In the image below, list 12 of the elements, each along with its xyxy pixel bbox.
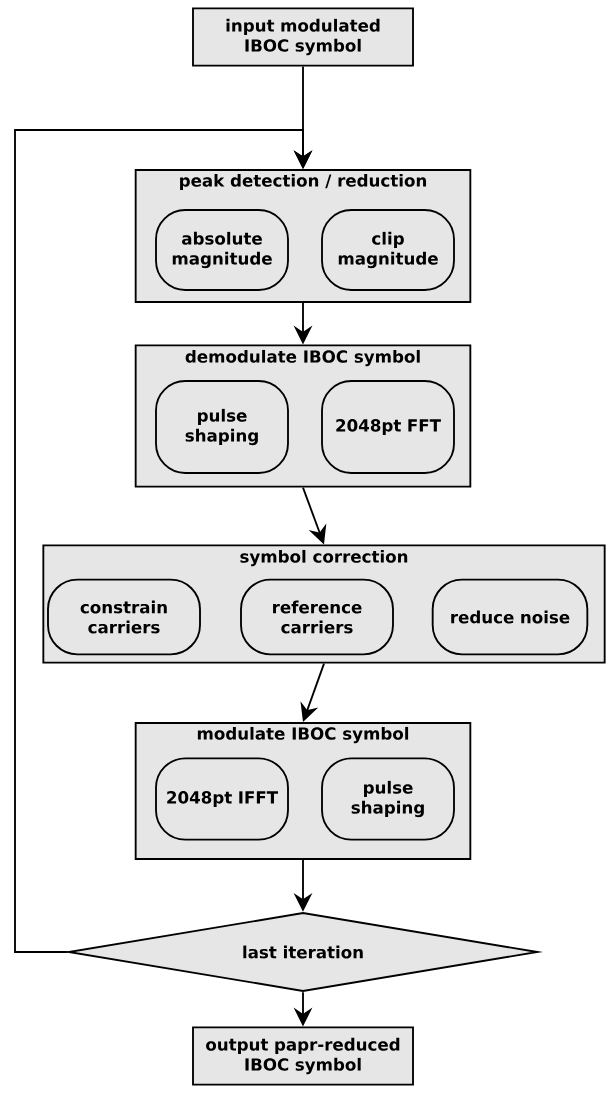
rounded-box: pulse shaping <box>321 757 455 841</box>
rounded-box: constrain carriers <box>47 578 201 656</box>
rounded-box: 2048pt FFT <box>321 380 455 474</box>
rounded-box: reduce noise <box>431 578 589 656</box>
arrow <box>14 129 313 953</box>
rounded-box: clip magnitude <box>321 209 455 291</box>
process-box: input modulated IBOC symbol <box>192 7 414 67</box>
rounded-box: pulse shaping <box>155 380 289 474</box>
rounded-box: reference carriers <box>240 578 394 656</box>
rounded-box: 2048pt IFFT <box>155 757 289 841</box>
process-box: output papr-reduced IBOC symbol <box>192 1026 414 1086</box>
rounded-box: absolute magnitude <box>155 209 289 291</box>
